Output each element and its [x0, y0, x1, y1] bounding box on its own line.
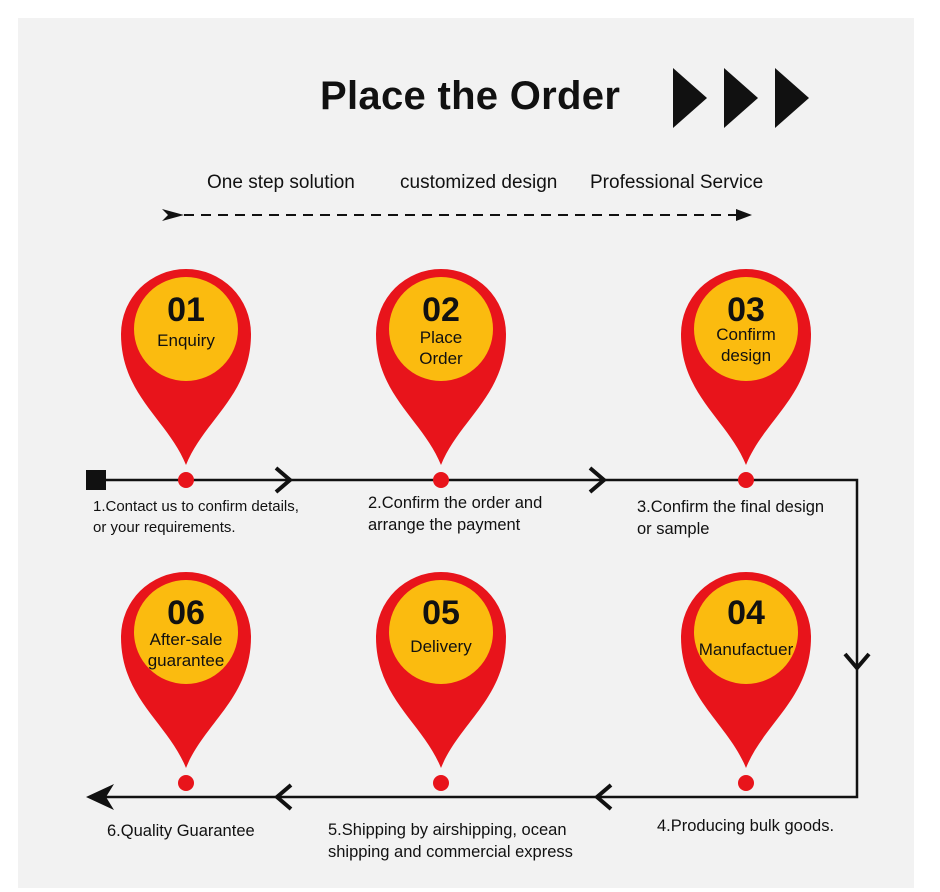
step-label: Manufactuer: [698, 640, 794, 659]
chevron-right-icon: [588, 466, 608, 494]
map-pin-icon: [681, 269, 811, 465]
chevron-down-icon: [843, 652, 871, 672]
tagline-customized: customized design: [400, 172, 558, 193]
step-desc: 1.Contact us to confirm details, or your…: [93, 496, 299, 538]
tagline-professional: Professional Service: [590, 172, 764, 193]
desc-line: 6.Quality Guarantee: [107, 822, 255, 840]
desc-line: shipping and commercial express: [328, 843, 573, 861]
step-desc: 3.Confirm the final design or sample: [637, 496, 824, 540]
step-number: 05: [422, 594, 460, 632]
chevron-left-icon: [273, 783, 293, 811]
step-number: 01: [167, 291, 205, 329]
step-desc: 4.Producing bulk goods.: [657, 815, 834, 837]
end-arrow-icon: [86, 784, 114, 810]
chevron-right-icon: [274, 466, 294, 494]
page-title: Place the Order: [320, 74, 621, 118]
map-pin-icon: [121, 572, 251, 768]
map-pin-icon: [681, 572, 811, 768]
desc-line: 4.Producing bulk goods.: [657, 817, 835, 835]
map-pin-icon: [376, 572, 506, 768]
desc-line: or your requirements.: [93, 519, 236, 536]
step-label: Enquiry: [157, 331, 215, 350]
dashed-arrow: [162, 209, 752, 221]
step-label: Confirm design: [716, 325, 776, 365]
tagline-one-step: One step solution: [207, 172, 355, 193]
desc-line: or sample: [637, 520, 710, 538]
step-label: After-sale guarantee: [147, 630, 225, 670]
background-panel: [18, 18, 914, 888]
step-number: 02: [422, 291, 460, 329]
desc-line: 5.Shipping by airshipping, ocean: [328, 821, 567, 839]
map-pin-icon: [376, 269, 506, 465]
step-desc: 2.Confirm the order and arrange the paym…: [368, 492, 542, 536]
desc-line: 1.Contact us to confirm details,: [93, 498, 299, 515]
chevron-left-icon: [593, 783, 613, 811]
step-number: 03: [727, 291, 765, 329]
desc-line: 3.Confirm the final design: [637, 498, 825, 516]
step-desc: 6.Quality Guarantee: [107, 820, 255, 842]
step-number: 06: [167, 594, 205, 632]
step-label: Place Order: [419, 328, 463, 368]
desc-line: 2.Confirm the order and: [368, 494, 543, 512]
step-desc: 5.Shipping by airshipping, ocean shippin…: [328, 819, 573, 863]
step-number: 04: [727, 594, 765, 632]
start-square-icon: [86, 470, 106, 490]
step-label: Delivery: [410, 637, 472, 656]
desc-line: arrange the payment: [368, 516, 521, 534]
map-pin-icon: [121, 269, 251, 465]
